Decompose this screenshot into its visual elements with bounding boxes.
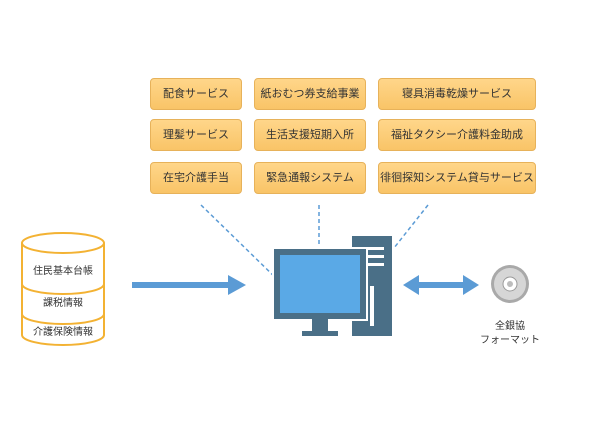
arrow-right	[132, 275, 246, 295]
service-box: 理髪サービス	[150, 119, 242, 151]
service-box: 福祉タクシー介護料金助成	[378, 119, 536, 151]
database-cylinder	[21, 232, 105, 346]
computer-monitor	[272, 247, 368, 336]
service-box: 寝具消毒乾燥サービス	[378, 78, 536, 110]
format-label: 全銀協 フォーマット	[470, 320, 550, 348]
service-box: 紙おむつ券支給事業	[254, 78, 366, 110]
database-item-label: 介護保険情報	[33, 327, 93, 338]
database-item-label: 課税情報	[43, 298, 83, 309]
format-label-line1: 全銀協	[495, 321, 525, 332]
format-label-line2: フォーマット	[480, 335, 540, 346]
database-item-label: 住民基本台帳	[33, 266, 93, 277]
disc-icon	[491, 265, 529, 303]
connector-right	[393, 204, 429, 249]
service-box: 配食サービス	[150, 78, 242, 110]
arrow-bidirectional	[403, 275, 479, 295]
service-box: 在宅介護手当	[150, 162, 242, 194]
service-box: 生活支援短期入所	[254, 119, 366, 151]
service-box: 緊急通報システム	[254, 162, 366, 194]
connector-left	[200, 204, 281, 283]
service-box: 徘徊探知システム貸与サービス	[378, 162, 536, 194]
